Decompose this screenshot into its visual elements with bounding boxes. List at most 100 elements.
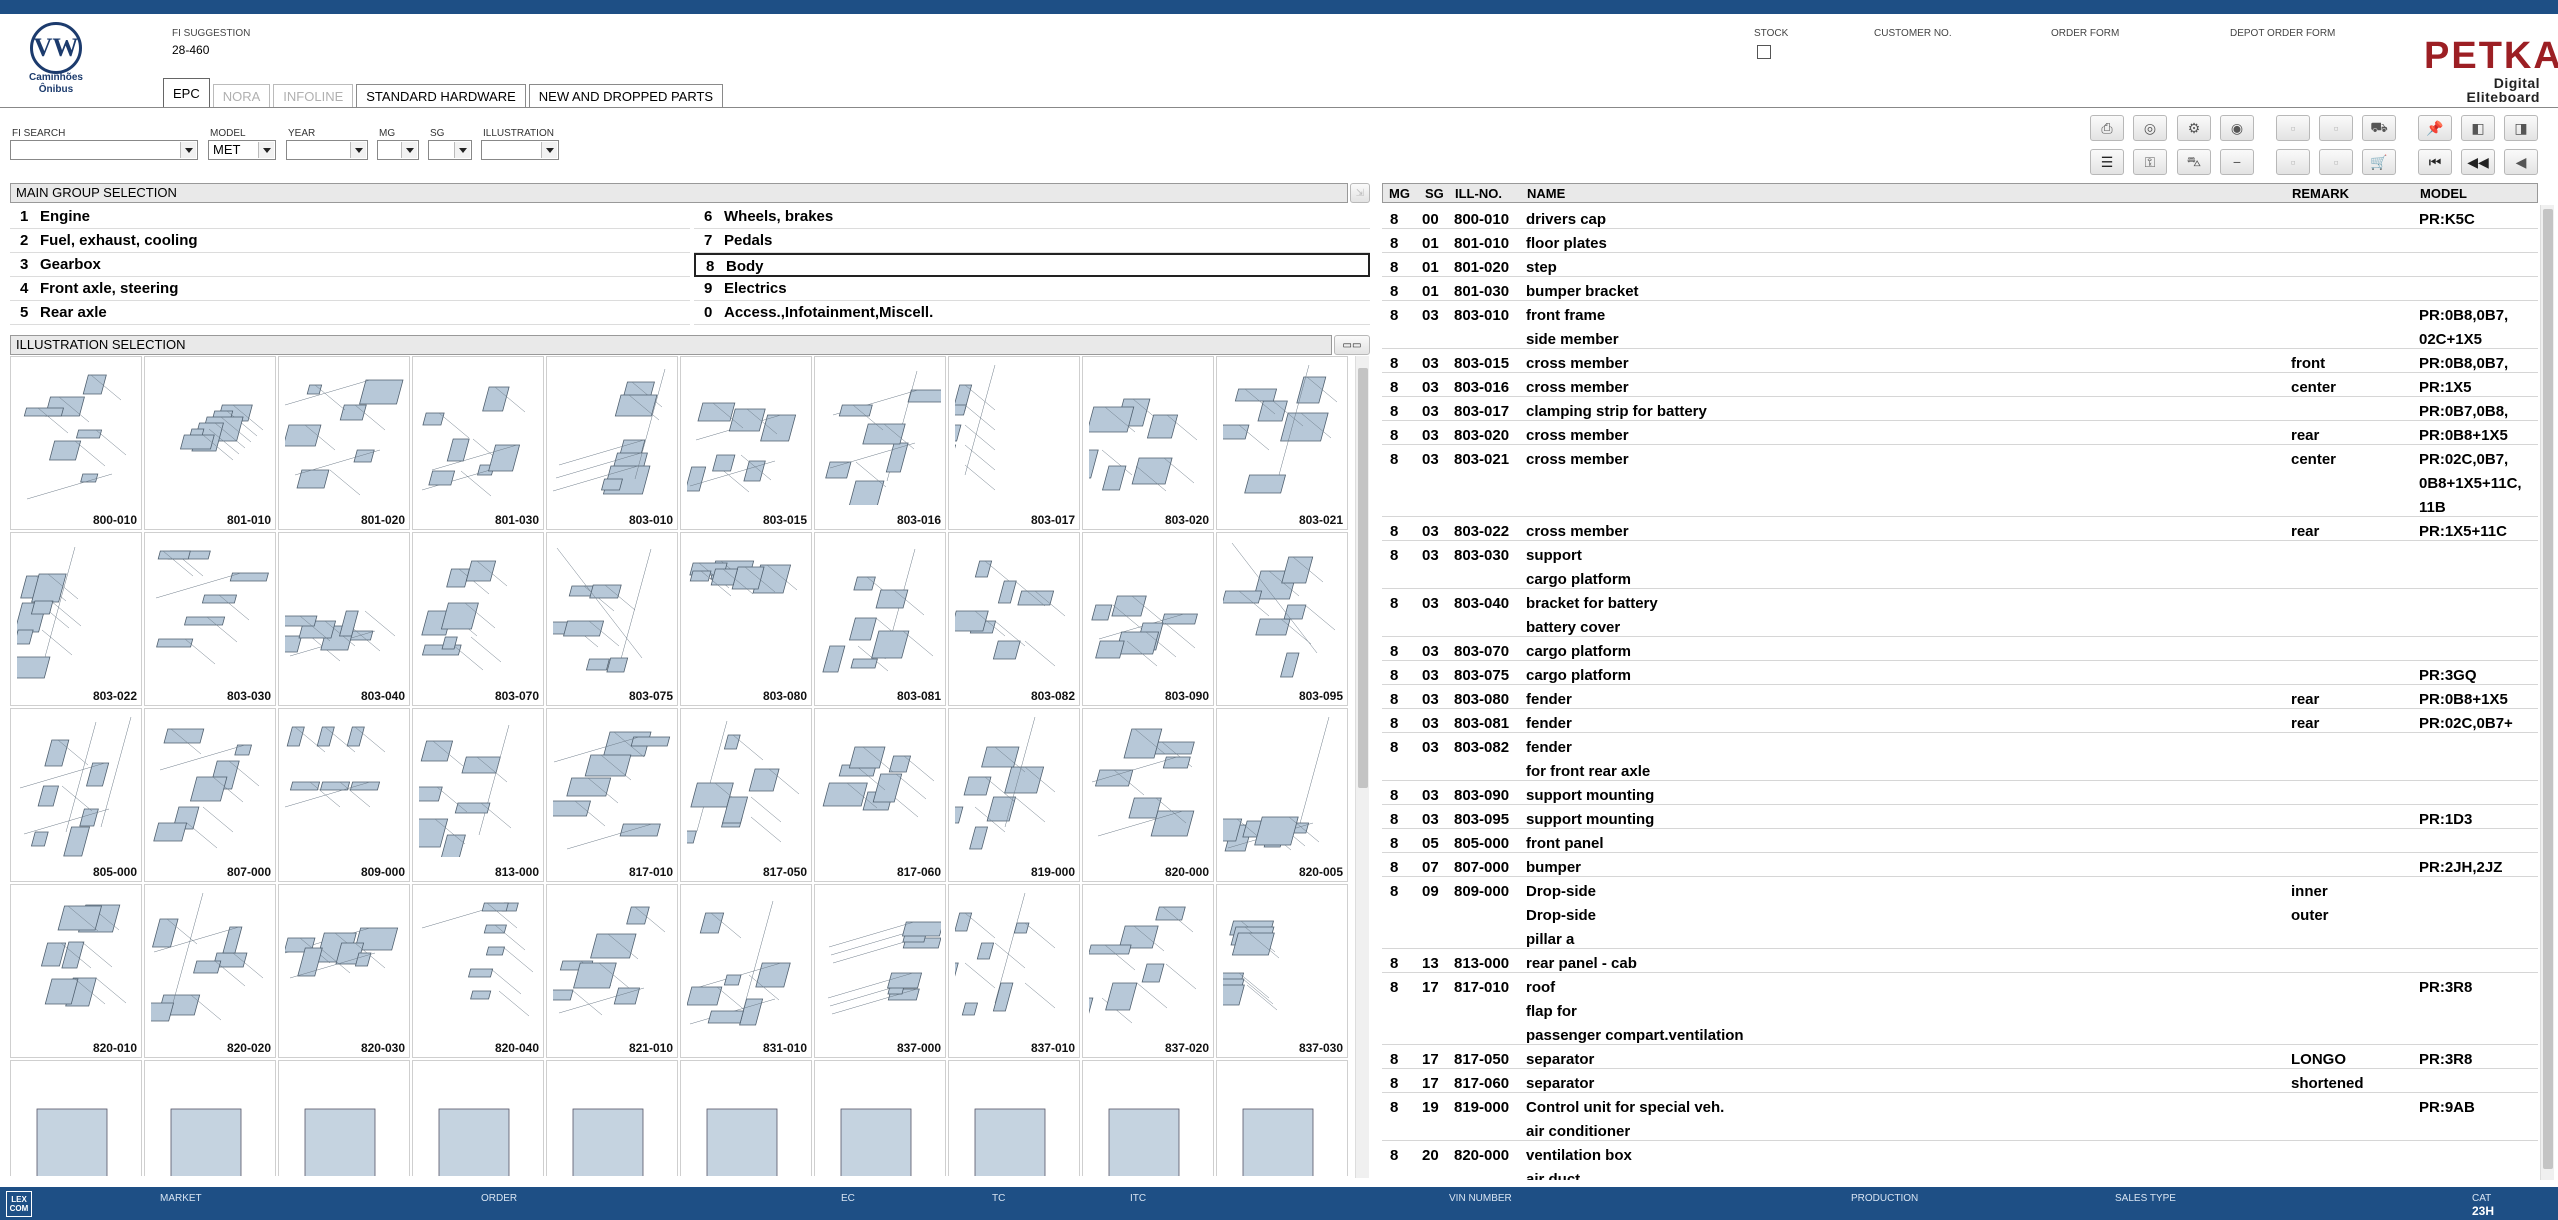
illustration-thumbnail[interactable]: 821-010 [546, 884, 678, 1058]
year-select[interactable] [286, 140, 368, 160]
illustration-thumbnail[interactable]: 820-000 [1082, 708, 1214, 882]
disabled-icon[interactable]: ▫ [2276, 115, 2310, 141]
illustration-thumbnail[interactable] [814, 1060, 946, 1176]
illustration-thumbnail[interactable]: 837-020 [1082, 884, 1214, 1058]
illustration-thumbnail[interactable]: 820-005 [1216, 708, 1348, 882]
disabled-icon[interactable]: ▫ [2319, 115, 2353, 141]
illustration-thumbnail[interactable]: 801-030 [412, 356, 544, 530]
illustration-thumbnail[interactable]: 803-081 [814, 532, 946, 706]
col-remark[interactable]: REMARK [2292, 186, 2350, 201]
tab-nora[interactable]: NORA [212, 84, 271, 108]
illustration-thumbnail[interactable]: 820-010 [10, 884, 142, 1058]
chevron-down-icon[interactable] [180, 142, 196, 158]
parts-scroll-thumb[interactable] [2543, 209, 2553, 1169]
illustration-thumbnail[interactable] [10, 1060, 142, 1176]
illustration-thumbnail[interactable] [144, 1060, 276, 1176]
chevron-down-icon[interactable] [541, 142, 557, 158]
illustration-thumbnail[interactable]: 803-021 [1216, 356, 1348, 530]
illustration-thumbnail[interactable]: 803-075 [546, 532, 678, 706]
illustration-scroll-thumb[interactable] [1358, 368, 1368, 788]
tab-epc[interactable]: EPC [163, 78, 210, 108]
print-icon[interactable]: ⎙ [2090, 115, 2124, 141]
illustration-thumbnail[interactable] [948, 1060, 1080, 1176]
next-page-icon[interactable]: ◨ [2504, 115, 2538, 141]
illustration-thumbnail[interactable]: 803-022 [10, 532, 142, 706]
back-icon[interactable]: ◀◀ [2461, 149, 2495, 175]
view-toggle-icon[interactable]: ▭▭ [1334, 335, 1370, 355]
stock-checkbox[interactable] [1757, 45, 1771, 59]
illustration-thumbnail[interactable]: 803-017 [948, 356, 1080, 530]
fi-search-select[interactable] [10, 140, 198, 160]
prev-page-icon[interactable]: ◧ [2461, 115, 2495, 141]
sg-select[interactable] [428, 140, 472, 160]
illustration-thumbnail[interactable]: 817-010 [546, 708, 678, 882]
col-ill-no[interactable]: ILL-NO. [1455, 186, 1502, 201]
illustration-thumbnail[interactable]: 813-000 [412, 708, 544, 882]
prev-icon[interactable]: ◀ [2504, 149, 2538, 175]
illustration-thumbnail[interactable] [412, 1060, 544, 1176]
first-icon[interactable]: ⏮ [2418, 149, 2452, 175]
illustration-thumbnail[interactable]: 820-020 [144, 884, 276, 1058]
list-icon[interactable]: ☰ [2090, 149, 2124, 175]
illustration-thumbnail[interactable] [1082, 1060, 1214, 1176]
illustration-thumbnail[interactable]: 803-040 [278, 532, 410, 706]
tab-infoline[interactable]: INFOLINE [273, 84, 354, 108]
disabled-icon[interactable]: ▫ [2276, 149, 2310, 175]
illustration-thumbnail[interactable] [278, 1060, 410, 1176]
illustration-thumbnail[interactable]: 831-010 [680, 884, 812, 1058]
parts-scrollbar[interactable] [2540, 205, 2554, 1180]
col-name[interactable]: NAME [1527, 186, 1566, 201]
illustration-thumbnail[interactable]: 803-082 [948, 532, 1080, 706]
illustration-thumbnail[interactable]: 807-000 [144, 708, 276, 882]
illustration-thumbnail[interactable]: 803-016 [814, 356, 946, 530]
chevron-down-icon[interactable] [454, 142, 470, 158]
model-select[interactable]: MET [208, 140, 276, 160]
illustration-thumbnail[interactable]: 803-070 [412, 532, 544, 706]
illustration-thumbnail[interactable]: 801-010 [144, 356, 276, 530]
illustration-thumbnail[interactable]: 837-010 [948, 884, 1080, 1058]
illustration-thumbnail[interactable]: 800-010 [10, 356, 142, 530]
illustration-thumbnail[interactable]: 803-080 [680, 532, 812, 706]
vehicle-icon[interactable]: ⚙ [2177, 115, 2211, 141]
tab-new-and-dropped-parts[interactable]: NEW AND DROPPED PARTS [528, 84, 724, 108]
illustration-thumbnail[interactable]: 803-020 [1082, 356, 1214, 530]
col-model[interactable]: MODEL [2420, 186, 2467, 201]
chevron-down-icon[interactable] [401, 142, 417, 158]
illustration-thumbnail[interactable] [546, 1060, 678, 1176]
illustration-thumbnail[interactable]: 837-030 [1216, 884, 1348, 1058]
disabled-icon[interactable]: ▫ [2319, 149, 2353, 175]
illustration-thumbnail[interactable] [680, 1060, 812, 1176]
illustration-thumbnail[interactable] [1216, 1060, 1348, 1176]
illustration-thumbnail[interactable]: 803-095 [1216, 532, 1348, 706]
basket-icon[interactable]: 🛒 [2362, 149, 2396, 175]
illustration-thumbnail[interactable]: 805-000 [10, 708, 142, 882]
